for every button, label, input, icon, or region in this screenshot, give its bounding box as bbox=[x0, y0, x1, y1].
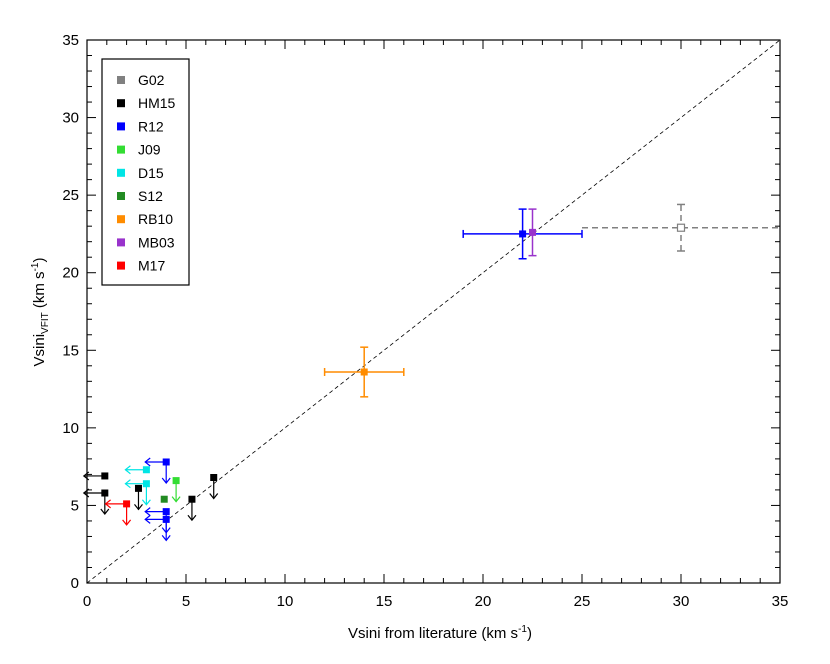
filled-marker bbox=[101, 489, 109, 497]
filled-marker bbox=[134, 484, 142, 492]
x-tick-label: 30 bbox=[673, 593, 690, 610]
legend-swatch-mb03 bbox=[117, 238, 125, 247]
x-tick-label: 20 bbox=[475, 593, 492, 610]
data-point-mb03 bbox=[528, 208, 537, 257]
y-tick-label: 15 bbox=[62, 342, 79, 359]
legend-swatch-r12 bbox=[117, 122, 125, 131]
arrow-head bbox=[209, 493, 219, 500]
arrow-head bbox=[122, 519, 132, 526]
data-point-hm15 bbox=[209, 474, 219, 500]
legend-swatch-d15 bbox=[117, 168, 125, 177]
legend-swatch-g02 bbox=[117, 76, 125, 84]
y-tick-label: 20 bbox=[62, 265, 79, 282]
data-point-d15 bbox=[124, 465, 150, 475]
y-tick-label: 5 bbox=[71, 497, 79, 514]
arrow-head bbox=[144, 507, 151, 517]
data-point-s12 bbox=[160, 495, 168, 503]
arrow-head bbox=[124, 479, 131, 489]
filled-marker bbox=[360, 368, 368, 376]
filled-marker bbox=[162, 508, 170, 516]
arrow-head bbox=[82, 471, 90, 481]
filled-marker bbox=[188, 495, 196, 503]
legend-label-j09: J09 bbox=[138, 142, 161, 158]
data-point-r12 bbox=[144, 457, 171, 484]
y-tick-label: 0 bbox=[71, 575, 79, 592]
legend-label-d15: D15 bbox=[138, 165, 164, 181]
arrow-head bbox=[124, 465, 131, 475]
legend-swatch-rb10 bbox=[117, 215, 125, 224]
x-tick-label: 15 bbox=[376, 593, 393, 610]
data-point-r12 bbox=[462, 208, 583, 260]
filled-marker bbox=[101, 472, 109, 480]
filled-marker bbox=[519, 230, 527, 238]
filled-marker bbox=[142, 466, 150, 474]
filled-marker bbox=[162, 515, 170, 523]
arrow-head bbox=[187, 514, 197, 522]
y-tick-label: 25 bbox=[62, 187, 79, 204]
data-point-j09 bbox=[171, 477, 181, 503]
data-point-r12 bbox=[144, 514, 171, 542]
legend-label-s12: S12 bbox=[138, 188, 163, 204]
x-tick-label: 5 bbox=[182, 593, 190, 610]
x-axis-label: Vsini from literature (km s-1) bbox=[348, 624, 532, 642]
arrow-head bbox=[161, 477, 171, 484]
arrow-head bbox=[161, 535, 171, 542]
data-points bbox=[82, 203, 780, 542]
y-tick-label: 35 bbox=[62, 32, 79, 49]
plot-area bbox=[86, 39, 781, 584]
legend-label-g02: G02 bbox=[138, 72, 165, 88]
x-tick-label: 35 bbox=[772, 593, 789, 610]
legend-label-hm15: HM15 bbox=[138, 95, 176, 111]
data-point-m17 bbox=[104, 499, 132, 526]
legend-swatch-hm15 bbox=[117, 99, 125, 108]
legend-label-m17: M17 bbox=[138, 258, 165, 274]
filled-marker bbox=[210, 474, 218, 482]
filled-marker bbox=[123, 500, 131, 508]
x-tick-label: 0 bbox=[83, 593, 91, 610]
open-marker bbox=[676, 223, 686, 232]
legend-swatch-s12 bbox=[117, 192, 125, 200]
x-tick-label: 25 bbox=[574, 593, 591, 610]
filled-marker bbox=[529, 228, 536, 236]
legend-swatch-m17 bbox=[117, 261, 125, 270]
data-point-hm15 bbox=[187, 495, 197, 522]
filled-marker bbox=[172, 477, 180, 485]
axis-ticks: 0 5 10 15 20 25 30 35 0 5 10 15 20 25 30 35 bbox=[62, 32, 788, 610]
data-point-hm15 bbox=[82, 488, 110, 515]
legend-swatch-j09 bbox=[117, 145, 125, 154]
arrow-head bbox=[144, 514, 151, 524]
arrow-head bbox=[100, 508, 110, 515]
filled-marker bbox=[162, 458, 170, 466]
legend-box bbox=[101, 58, 190, 286]
data-point-hm15 bbox=[134, 484, 143, 511]
y-axis-title: VsiniVFIT (km s-1) bbox=[30, 258, 51, 367]
filled-marker bbox=[160, 495, 168, 503]
data-point-rb10 bbox=[323, 346, 405, 398]
legend-label-mb03: MB03 bbox=[138, 234, 175, 250]
legend-label-r12: R12 bbox=[138, 118, 164, 134]
data-point-d15 bbox=[124, 479, 151, 506]
arrow-head bbox=[82, 488, 90, 498]
y-axis-label: VsiniVFIT (km s-1) bbox=[30, 258, 51, 367]
arrow-head bbox=[171, 496, 181, 503]
y-tick-label: 30 bbox=[62, 110, 79, 127]
x-tick-label: 10 bbox=[277, 593, 294, 610]
arrow-head bbox=[141, 499, 151, 506]
data-point-hm15 bbox=[82, 471, 109, 481]
arrow-head bbox=[144, 457, 151, 467]
x-axis-title: Vsini from literature (km s-1) bbox=[348, 624, 532, 642]
data-point-g02 bbox=[582, 203, 780, 252]
arrow-head bbox=[104, 499, 111, 509]
arrow-head bbox=[134, 503, 143, 511]
legend-label-rb10: RB10 bbox=[138, 211, 173, 227]
filled-marker bbox=[142, 480, 150, 488]
y-tick-label: 10 bbox=[62, 420, 79, 437]
